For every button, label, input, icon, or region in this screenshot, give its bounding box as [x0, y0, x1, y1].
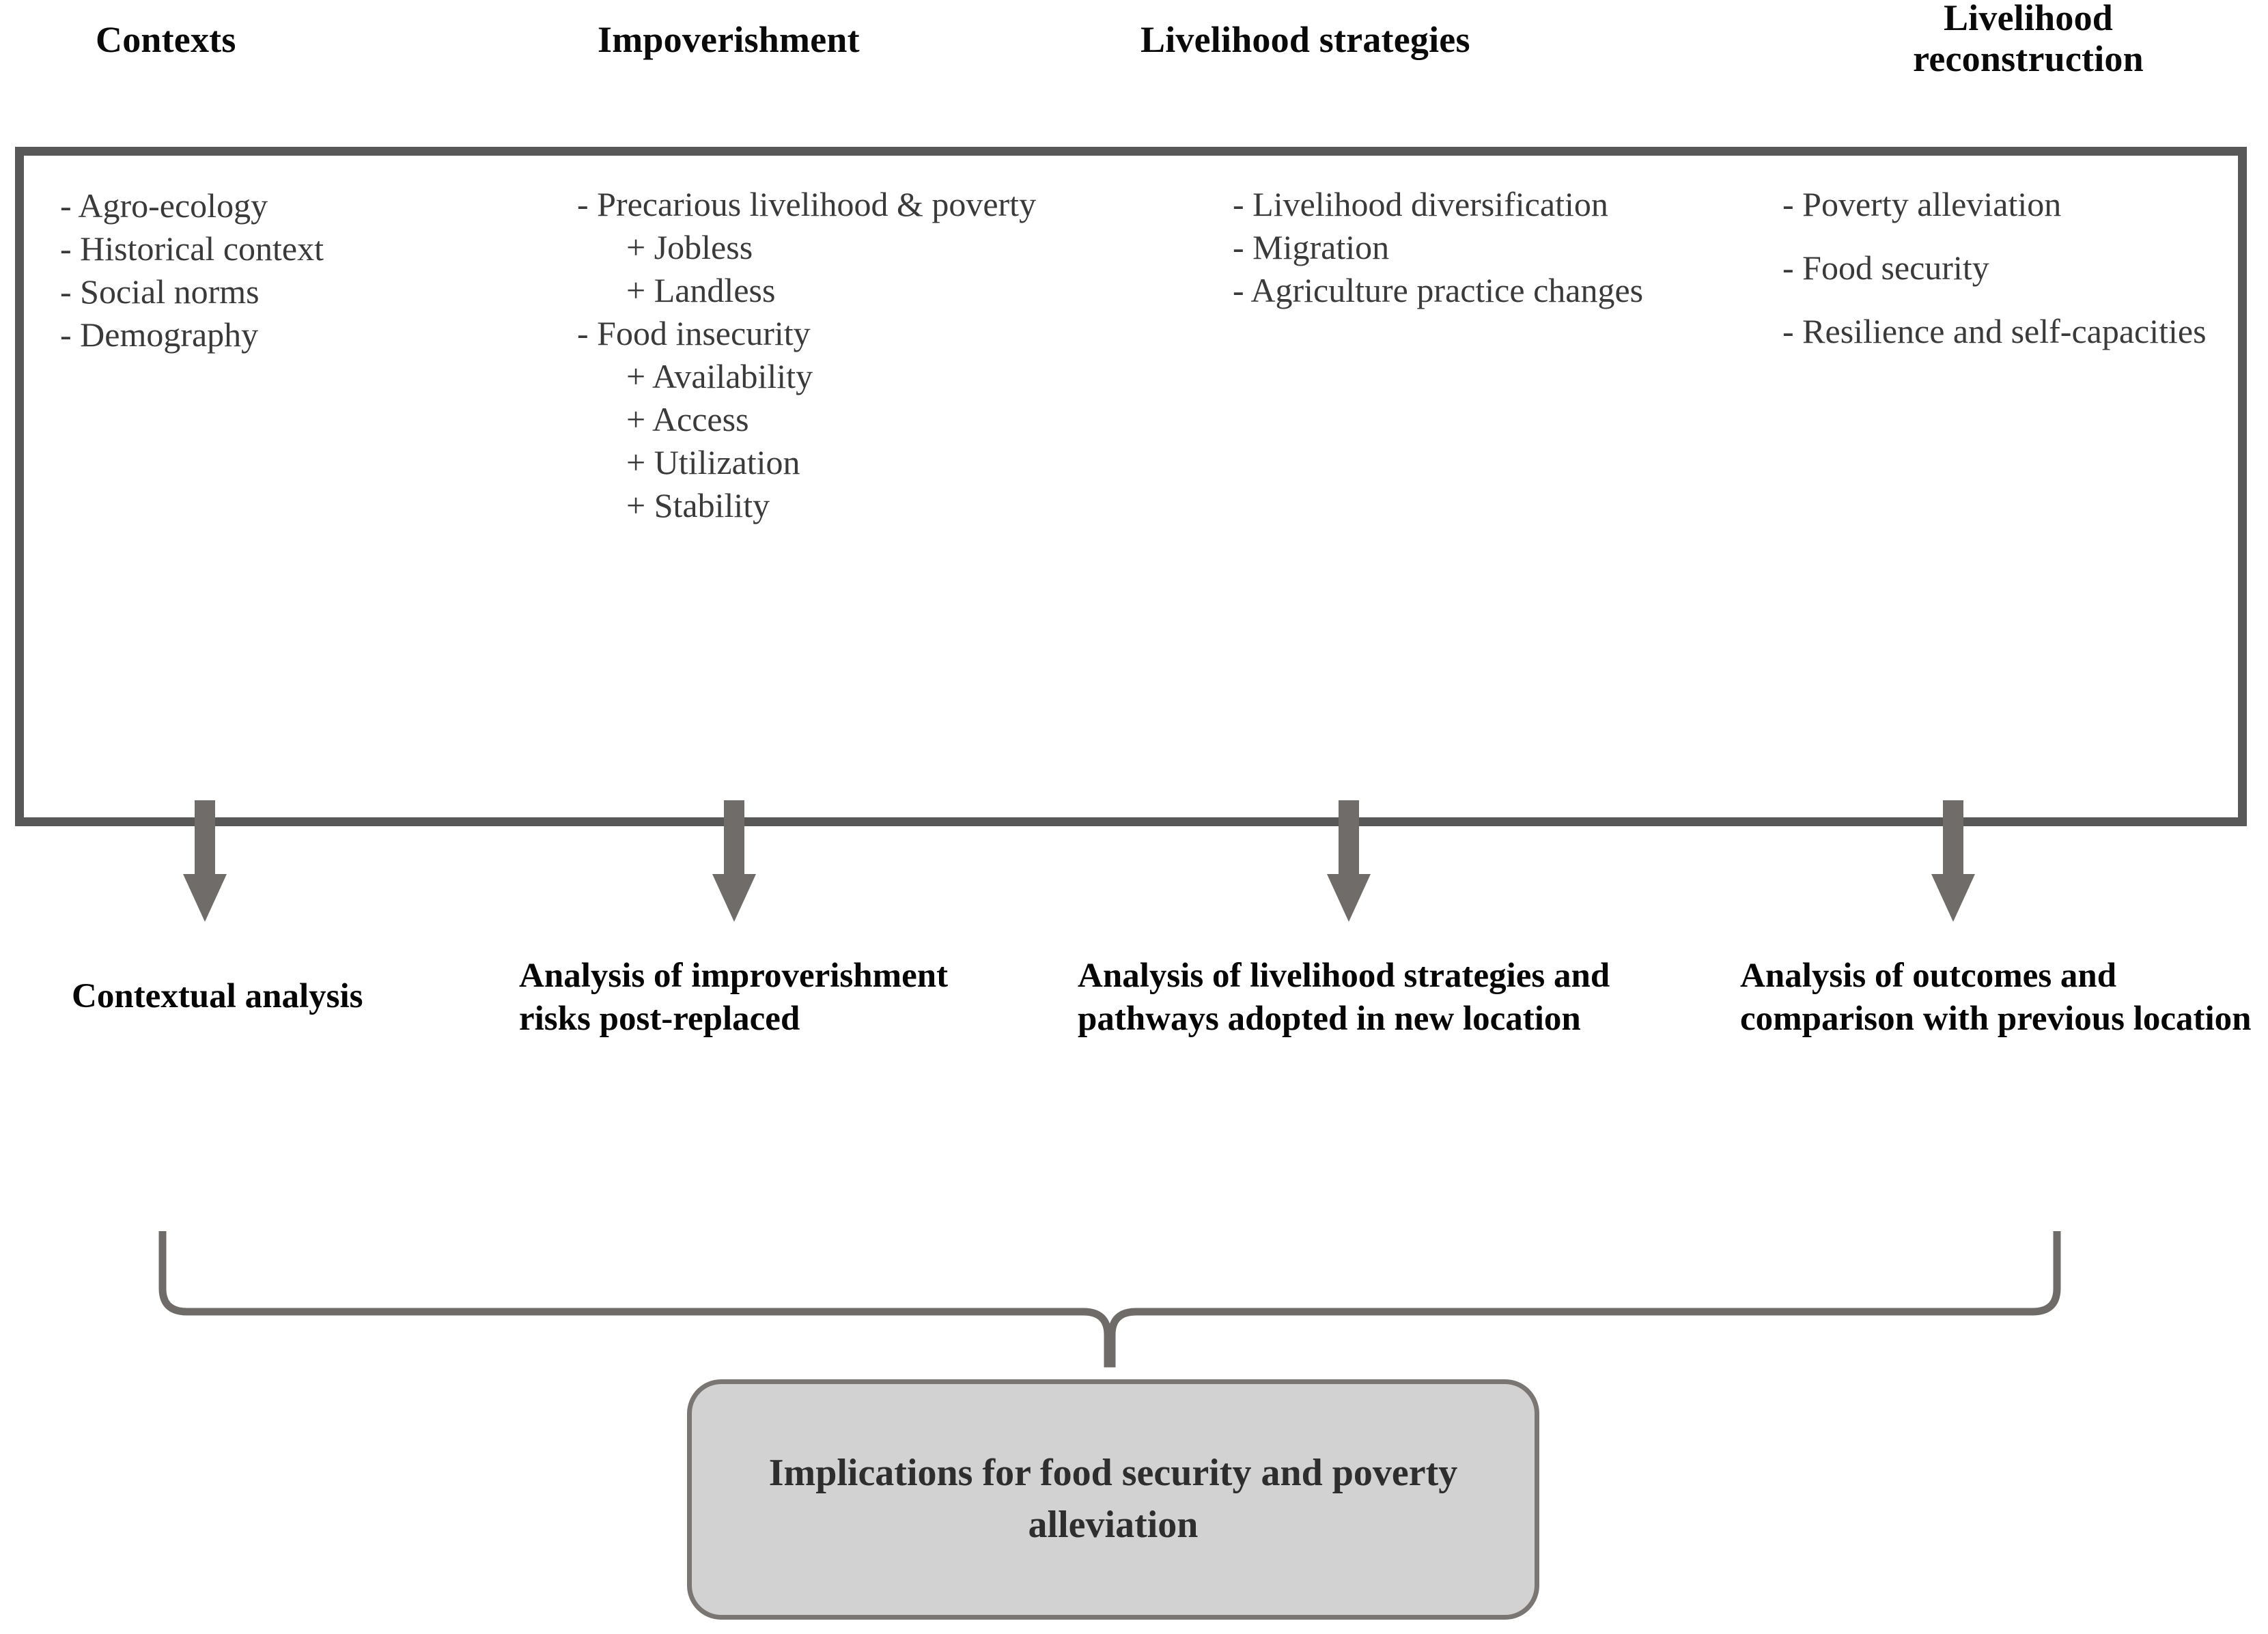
arrow-impoverishment: [712, 800, 756, 922]
list-item: + Landless: [626, 271, 776, 309]
list-item: - Social norms: [60, 272, 260, 311]
list-item: - Agriculture practice changes: [1233, 271, 1644, 309]
list-item: - Agro-ecology: [60, 186, 268, 225]
list-item: - Resilience and self-capacities: [1782, 312, 2207, 350]
list-item: - Migration: [1233, 228, 1390, 266]
list-item: - Livelihood diversification: [1233, 185, 1608, 223]
column-body-livelihood-reconstruction: - Poverty alleviation - Food security - …: [1782, 183, 2247, 353]
framework-box: [15, 147, 2247, 826]
column-body-contexts: - Agro-ecology - Historical context - So…: [60, 184, 538, 356]
conclusion-box: Implications for food security and pover…: [687, 1379, 1539, 1620]
analysis-caption-impoverishment: Analysis of improverishment risks post-r…: [519, 957, 949, 1039]
list-item: + Jobless: [626, 228, 753, 266]
analysis-caption-outcomes: Analysis of outcomes and comparison with…: [1740, 957, 2252, 1039]
list-item: + Stability: [626, 486, 770, 524]
list-item: - Food security: [1782, 249, 1989, 287]
list-item: - Poverty alleviation: [1782, 185, 2062, 223]
column-header-impoverishment: Impoverishment: [598, 19, 860, 60]
column-body-impoverishment: - Precarious livelihood & poverty + Jobl…: [577, 183, 1082, 527]
column-header-livelihood-strategies: Livelihood strategies: [1140, 19, 1470, 60]
brace-connector: [158, 1231, 2061, 1368]
list-item: + Availability: [626, 357, 813, 395]
list-item: - Food insecurity: [577, 314, 811, 352]
arrow-contexts: [183, 800, 227, 922]
column-header-contexts: Contexts: [96, 19, 236, 60]
list-item: - Demography: [60, 315, 259, 354]
list-item: - Precarious livelihood & poverty: [577, 185, 1037, 223]
column-body-livelihood-strategies: - Livelihood diversification - Migration…: [1233, 183, 1752, 312]
column-header-livelihood-reconstruction: Livelihood reconstruction: [1913, 0, 2144, 80]
spacer: [1782, 226, 2247, 246]
list-item: + Utilization: [626, 443, 800, 481]
analysis-caption-contextual: Contextual analysis: [72, 977, 363, 1015]
spacer: [1782, 290, 2247, 310]
arrow-livelihood-strategies: [1327, 800, 1371, 922]
arrow-livelihood-reconstruction: [1931, 800, 1975, 922]
analysis-caption-livelihood-strategies: Analysis of livelihood strategies and pa…: [1078, 957, 1610, 1039]
list-item: - Historical context: [60, 229, 324, 268]
list-item: + Access: [626, 400, 749, 438]
conclusion-text: Implications for food security and pover…: [768, 1452, 1458, 1546]
